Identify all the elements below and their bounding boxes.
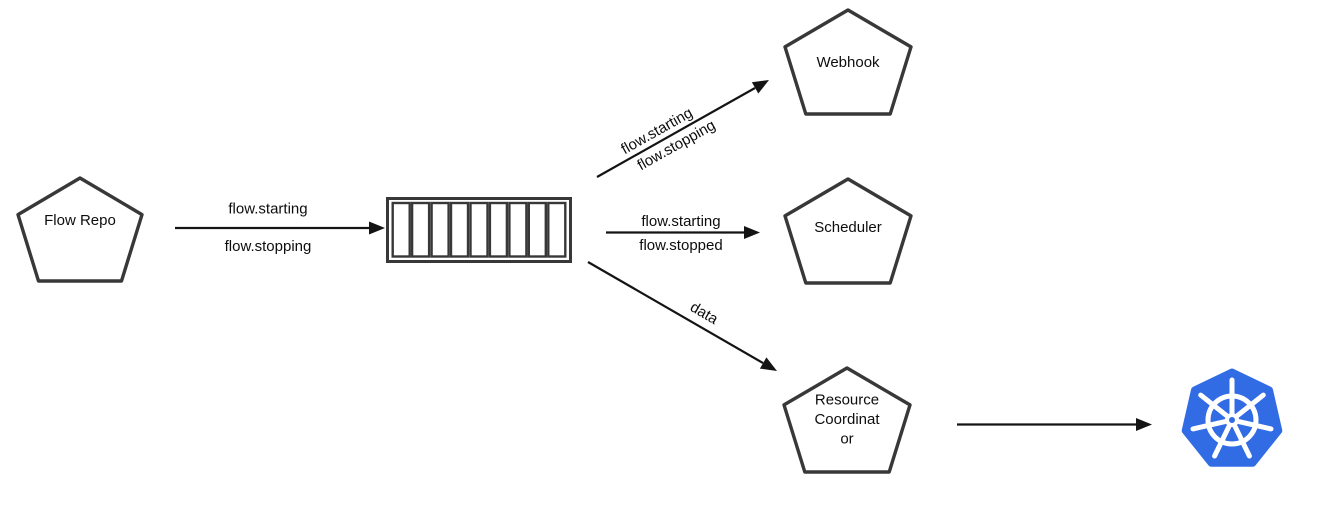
edge-queue-to-scheduler-arrowhead xyxy=(744,226,760,239)
queue-cell xyxy=(508,201,528,258)
kubernetes-logo xyxy=(1181,368,1283,467)
queue-cell xyxy=(410,201,431,258)
edge-label-flow-stopped: flow.stopped xyxy=(639,237,722,254)
edge-queue-to-resource-coordinator xyxy=(587,261,764,364)
node-resource-coordinator-label-line1: Resource xyxy=(815,392,879,409)
helm-wheel-hub-center xyxy=(1229,417,1235,423)
queue-cell xyxy=(391,201,411,258)
edge-label-flow-starting-3: flow.starting xyxy=(641,213,720,230)
node-resource-coordinator xyxy=(782,366,912,474)
queue-cell xyxy=(488,201,509,258)
edge-queue-to-resource-coordinator-arrowhead xyxy=(759,357,777,371)
queue-cell xyxy=(430,201,450,258)
edge-label-data: data xyxy=(687,299,721,329)
edge-rc-to-kubernetes-arrowhead xyxy=(1136,418,1152,431)
node-flow-repo-label: Flow Repo xyxy=(44,212,116,229)
edge-label-flow-starting-1: flow.starting xyxy=(228,201,307,218)
node-webhook-label: Webhook xyxy=(816,54,880,71)
node-resource-coordinator-label-line2: Coordinat xyxy=(814,411,880,428)
node-flow-repo xyxy=(16,176,144,283)
edge-flow-repo-to-queue-arrowhead xyxy=(369,221,385,235)
queue-cell xyxy=(469,201,489,258)
edge-queue-to-webhook xyxy=(596,87,756,178)
node-webhook xyxy=(783,8,913,116)
node-scheduler-label: Scheduler xyxy=(814,219,882,236)
edge-queue-to-webhook-arrowhead xyxy=(751,80,769,94)
queue-cell xyxy=(449,201,470,258)
node-queue xyxy=(386,197,572,263)
queue-cell xyxy=(527,201,547,258)
node-scheduler xyxy=(783,177,913,285)
node-resource-coordinator-label-line3: or xyxy=(840,431,853,448)
edge-queue-to-rc-labels: data xyxy=(687,299,721,329)
queue-cells xyxy=(391,201,567,258)
queue-cell xyxy=(547,201,567,258)
helm-wheel-spokes xyxy=(1190,377,1274,459)
edge-label-flow-stopping-1: flow.stopping xyxy=(225,238,312,255)
